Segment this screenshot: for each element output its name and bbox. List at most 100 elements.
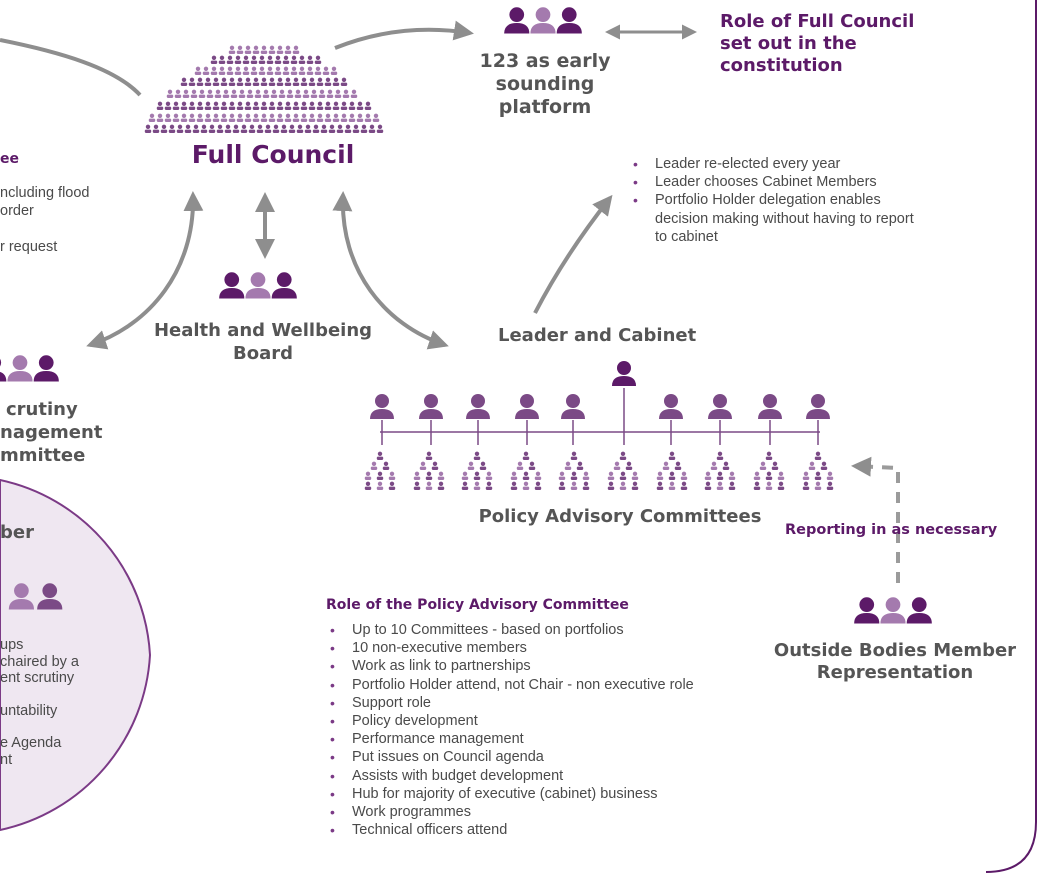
council-seat <box>164 101 172 110</box>
committee-member <box>376 481 384 490</box>
leader-bullet-list: Leader re-elected every year Leader choo… <box>629 155 929 246</box>
committee-member <box>473 471 481 480</box>
health-line: Health and Wellbeing <box>153 320 373 341</box>
arrow-council-scrutiny <box>86 191 204 350</box>
council-seat <box>182 89 190 98</box>
council-seat <box>342 89 350 98</box>
council-seat <box>274 55 282 64</box>
committee-member <box>619 471 627 480</box>
circle-line <box>0 687 150 703</box>
outside-bodies-people <box>854 597 932 624</box>
committee-member <box>485 481 493 490</box>
council-seat <box>188 101 196 110</box>
council-seat <box>226 66 234 75</box>
cabinet-member <box>466 394 490 419</box>
committee-member <box>485 471 493 480</box>
committee-member <box>631 471 639 480</box>
council-seat <box>324 77 332 86</box>
arrow-council-cabinet <box>332 191 449 350</box>
committee-member <box>680 471 688 480</box>
scrutiny-line: nagement <box>0 422 103 443</box>
council-seat <box>260 77 268 86</box>
committee-member <box>437 481 445 490</box>
role-line: Role of Full Council <box>720 11 915 32</box>
committee-member <box>467 461 475 470</box>
council-seat <box>246 89 254 98</box>
council-seat <box>166 89 174 98</box>
council-seat <box>276 45 284 54</box>
list-item: Technical officers attend <box>326 821 766 839</box>
council-seat <box>332 77 340 86</box>
council-seat <box>284 45 292 54</box>
council-seat <box>326 89 334 98</box>
council-seat <box>284 113 292 122</box>
cabinet-member <box>758 394 782 419</box>
committee-member <box>814 481 822 490</box>
council-seat <box>218 55 226 64</box>
scrutiny-circle-outline <box>0 478 152 832</box>
council-seat <box>266 66 274 75</box>
council-seat <box>320 124 328 133</box>
list-item: Hub for majority of executive (cabinet) … <box>326 785 766 803</box>
council-seat <box>308 101 316 110</box>
council-seat <box>240 124 248 133</box>
council-seat <box>368 124 376 133</box>
council-seat <box>364 101 372 110</box>
list-item: Put issues on Council agenda <box>326 748 766 766</box>
committee-member <box>668 481 676 490</box>
committee-member <box>425 481 433 490</box>
council-seat <box>244 113 252 122</box>
council-seat <box>314 55 322 64</box>
council-seat <box>298 55 306 64</box>
committee-member <box>716 481 724 490</box>
council-seat <box>294 89 302 98</box>
council-seat <box>318 89 326 98</box>
committee-member <box>771 461 779 470</box>
committee-member <box>631 481 639 490</box>
council-seat <box>308 77 316 86</box>
health-board-people <box>219 272 297 299</box>
council-seat <box>204 77 212 86</box>
council-seat <box>292 101 300 110</box>
council-seat <box>222 89 230 98</box>
cabinet-tree <box>364 361 834 490</box>
council-seat <box>236 77 244 86</box>
council-seat <box>172 101 180 110</box>
left-committee-heading: ee <box>0 151 19 167</box>
committee-member <box>722 461 730 470</box>
council-seat <box>268 77 276 86</box>
council-seat <box>252 101 260 110</box>
committee-member <box>704 471 712 480</box>
council-seat <box>206 89 214 98</box>
council-seat <box>228 45 236 54</box>
council-seat <box>244 101 252 110</box>
committee-member <box>479 461 487 470</box>
council-seat <box>270 89 278 98</box>
committee-member <box>437 471 445 480</box>
committee-member <box>534 471 542 480</box>
council-seat <box>220 77 228 86</box>
council-seat <box>224 124 232 133</box>
committee-member <box>576 461 584 470</box>
council-seat <box>274 66 282 75</box>
council-seat <box>316 77 324 86</box>
committee-member <box>802 481 810 490</box>
council-seat <box>252 45 260 54</box>
council-seat <box>272 124 280 133</box>
council-seat <box>204 101 212 110</box>
council-seat <box>234 66 242 75</box>
council-seat <box>180 113 188 122</box>
reporting-label: Reporting in as necessary <box>785 522 998 538</box>
list-item: Leader chooses Cabinet Members <box>629 173 929 191</box>
committee-member <box>582 471 590 480</box>
council-seat <box>250 66 258 75</box>
council-seat <box>212 77 220 86</box>
committee-member <box>674 461 682 470</box>
full-council-seats <box>144 45 384 133</box>
committee-member <box>382 461 390 470</box>
council-seat <box>260 113 268 122</box>
committee-member <box>765 451 773 460</box>
council-seat <box>226 55 234 64</box>
council-seat <box>156 113 164 122</box>
council-seat <box>198 89 206 98</box>
